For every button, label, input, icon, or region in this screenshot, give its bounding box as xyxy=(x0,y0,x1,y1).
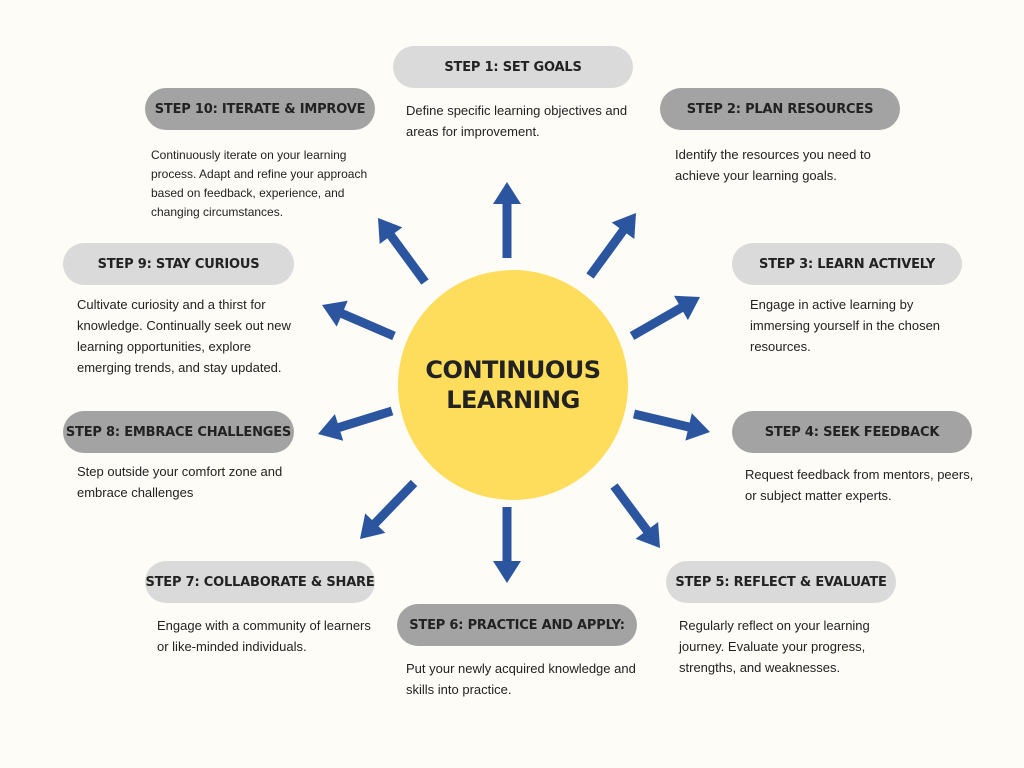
arrow-7-shaft xyxy=(370,479,418,528)
center-circle: CONTINUOUS LEARNING xyxy=(398,270,628,500)
arrow-7-head xyxy=(360,513,386,539)
step-1-desc-line: Define specific learning objectives and xyxy=(406,103,628,118)
arrow-6-head xyxy=(493,561,521,583)
arrow-2-head xyxy=(611,213,636,239)
step-9-label: STEP 9: STAY CURIOUS xyxy=(97,256,260,272)
step-9-desc-line: learning opportunities, explore xyxy=(77,339,252,354)
arrow-3-head xyxy=(674,295,700,321)
step-5-desc-line: strengths, and weaknesses. xyxy=(679,660,841,675)
step-1-desc-line: areas for improvement. xyxy=(406,124,540,139)
arrow-4-shaft xyxy=(632,409,692,432)
step-2-desc-line: Identify the resources you need to xyxy=(675,147,871,162)
step-2-label: STEP 2: PLAN RESOURCES xyxy=(686,101,874,117)
step-4-pill: STEP 4: SEEK FEEDBACK xyxy=(732,411,972,453)
step-5-desc-line: journey. Evaluate your progress, xyxy=(679,639,866,654)
step-4-label: STEP 4: SEEK FEEDBACK xyxy=(764,424,940,440)
step-5-label: STEP 5: REFLECT & EVALUATE xyxy=(675,574,887,590)
step-6-description: Put your newly acquired knowledge and sk… xyxy=(406,658,636,700)
arrow-10-shaft xyxy=(386,231,429,285)
step-4-desc-line: Request feedback from mentors, peers, xyxy=(745,467,974,482)
step-10-desc-line: based on feedback, experience, and xyxy=(151,186,345,200)
step-6-pill: STEP 6: PRACTICE AND APPLY: xyxy=(397,604,637,646)
step-5-description: Regularly reflect on your learning journ… xyxy=(679,615,870,678)
step-1-description: Define specific learning objectives and … xyxy=(406,100,627,142)
step-10-desc-line: changing circumstances. xyxy=(151,205,284,219)
center-title-line-2: LEARNING xyxy=(446,386,580,414)
step-5-pill: STEP 5: REFLECT & EVALUATE xyxy=(666,561,896,603)
step-7-desc-line: or like-minded individuals. xyxy=(157,639,307,654)
step-1-pill: STEP 1: SET GOALS xyxy=(393,46,633,88)
step-2-desc-line: achieve your learning goals. xyxy=(675,168,837,183)
step-7-pill: STEP 7: COLLABORATE & SHARE xyxy=(145,561,375,603)
step-9-pill: STEP 9: STAY CURIOUS xyxy=(63,243,294,285)
arrow-8-head xyxy=(318,414,344,441)
step-9-description: Cultivate curiosity and a thirst for kno… xyxy=(77,294,291,378)
step-6-desc-line: Put your newly acquired knowledge and xyxy=(406,661,636,676)
step-10-pill: STEP 10: ITERATE & IMPROVE xyxy=(145,88,375,130)
step-8-label: STEP 8: EMBRACE CHALLENGES xyxy=(65,424,292,440)
step-7-description: Engage with a community of learners or l… xyxy=(157,615,371,657)
step-10-desc-line: Continuously iterate on your learning xyxy=(151,148,347,162)
step-3-desc-line: Engage in active learning by xyxy=(750,297,914,312)
step-9-desc-line: Cultivate curiosity and a thirst for xyxy=(77,297,266,312)
step-10-desc-line: process. Adapt and refine your approach xyxy=(151,167,368,181)
step-3-description: Engage in active learning by immersing y… xyxy=(750,294,940,357)
step-3-label: STEP 3: LEARN ACTIVELY xyxy=(758,256,936,272)
arrow-10-head xyxy=(378,218,403,244)
step-9-desc-line: emerging trends, and stay updated. xyxy=(77,360,282,375)
arrow-1-head xyxy=(493,182,521,204)
step-9-desc-line: knowledge. Continually seek out new xyxy=(77,318,291,333)
step-6-desc-line: skills into practice. xyxy=(406,682,512,697)
arrow-5-shaft xyxy=(610,483,652,535)
arrow-4-head xyxy=(685,413,710,441)
center-title-line-1: CONTINUOUS xyxy=(425,356,601,384)
step-7-label: STEP 7: COLLABORATE & SHARE xyxy=(145,574,375,590)
step-8-pill: STEP 8: EMBRACE CHALLENGES xyxy=(63,411,294,453)
step-5-desc-line: Regularly reflect on your learning xyxy=(679,618,870,633)
step-8-desc-line: Step outside your comfort zone and xyxy=(77,464,283,479)
step-3-desc-line: immersing yourself in the chosen xyxy=(750,318,941,333)
step-4-description: Request feedback from mentors, peers, or… xyxy=(745,464,973,506)
arrow-8-shaft xyxy=(335,406,394,433)
step-10-label: STEP 10: ITERATE & IMPROVE xyxy=(154,101,366,117)
step-4-desc-line: or subject matter experts. xyxy=(745,488,892,503)
step-2-pill: STEP 2: PLAN RESOURCES xyxy=(660,88,900,130)
arrow-9-head xyxy=(322,300,348,327)
step-2-description: Identify the resources you need to achie… xyxy=(675,144,871,186)
step-3-desc-line: resources. xyxy=(750,339,811,354)
arrow-3-shaft xyxy=(629,303,685,340)
step-8-description: Step outside your comfort zone and embra… xyxy=(77,461,282,503)
step-1-label: STEP 1: SET GOALS xyxy=(444,59,582,75)
step-10-description: Continuously iterate on your learning pr… xyxy=(151,146,367,222)
arrow-9-shaft xyxy=(338,308,396,341)
step-7-desc-line: Engage with a community of learners xyxy=(157,618,371,633)
step-3-pill: STEP 3: LEARN ACTIVELY xyxy=(732,243,962,285)
step-6-label: STEP 6: PRACTICE AND APPLY: xyxy=(409,617,625,633)
arrow-2-shaft xyxy=(586,226,628,279)
arrow-5-head xyxy=(635,522,660,548)
step-8-desc-line: embrace challenges xyxy=(77,485,194,500)
